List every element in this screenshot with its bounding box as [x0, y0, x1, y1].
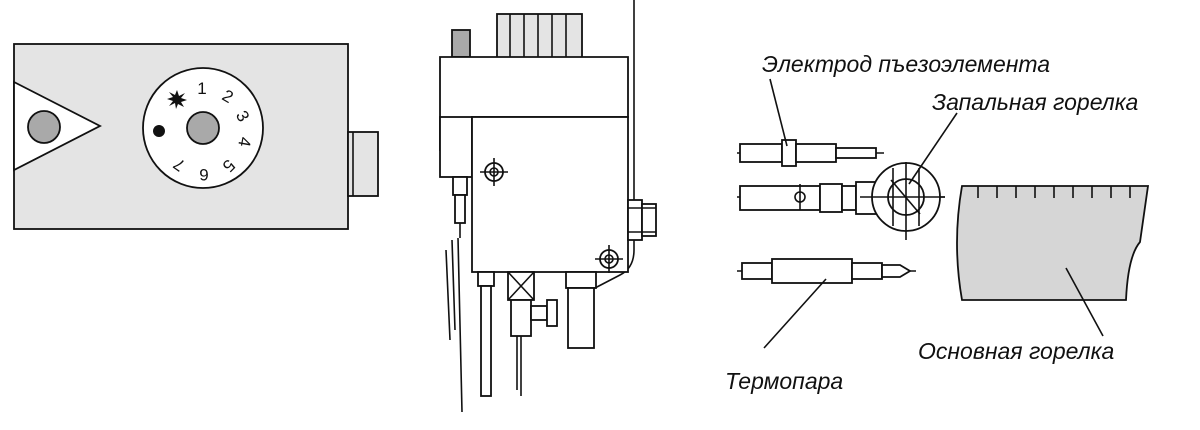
pilot-burner	[737, 162, 945, 240]
crosshair-screw-icon	[595, 245, 623, 273]
label-pilot-burner: Запальная горелка	[932, 89, 1138, 115]
thermostat-knob	[496, 13, 583, 65]
piezo-button[interactable]	[451, 29, 471, 58]
temperature-dial[interactable]: 1 2 3 4 5 6 7	[142, 67, 264, 189]
crosshair-screw-icon	[480, 158, 508, 186]
label-thermocouple: Термопара	[725, 368, 843, 394]
leader-lines	[763, 78, 1104, 349]
main-burner	[956, 185, 1150, 301]
dial-mark-1: 1	[197, 79, 206, 98]
piezo-electrode	[737, 139, 884, 167]
label-piezo-electrode: Электрод пъезоэлемента	[762, 51, 1050, 77]
pointer-knob	[27, 110, 61, 144]
dial-mark-6: 6	[199, 165, 208, 184]
gas-valve	[439, 0, 657, 413]
dial-mark-4: 4	[234, 136, 254, 149]
dial-knob[interactable]	[186, 111, 220, 145]
ignition-spark-icon	[167, 90, 187, 109]
pilot-dot-icon	[153, 125, 165, 137]
label-main-burner: Основная горелка	[918, 338, 1114, 364]
thermocouple	[737, 258, 916, 284]
